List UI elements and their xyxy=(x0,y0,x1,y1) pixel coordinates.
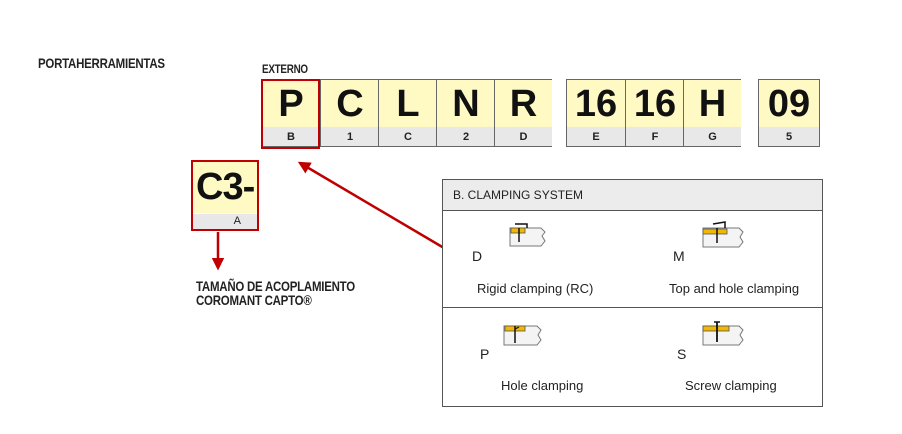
option-label-s: Screw clamping xyxy=(685,378,777,393)
code-index: 5 xyxy=(759,127,819,146)
coupling-caption-line2: COROMANT CAPTO® xyxy=(196,292,312,308)
code-index: D xyxy=(495,127,552,146)
code-cell-09: 09 5 xyxy=(759,80,819,146)
panel-row-1 xyxy=(443,211,822,308)
code-index: G xyxy=(684,127,741,146)
code-letter: 16 xyxy=(567,80,625,129)
code-cell-16b: 16 F xyxy=(625,80,684,146)
externo-label: EXTERNO xyxy=(262,62,308,76)
code-cell-h: H G xyxy=(683,80,741,146)
coupling-size-caption: TAMAÑO DE ACOPLAMIENTO COROMANT CAPTO® xyxy=(196,279,355,307)
code-letter: 09 xyxy=(759,80,819,129)
top-and-hole-clamping-icon xyxy=(702,221,744,248)
code-cell-n: N 2 xyxy=(436,80,495,146)
code-index: C xyxy=(379,127,437,146)
code-letter: N xyxy=(437,80,495,129)
hole-clamping-icon xyxy=(503,325,542,346)
page-title: PORTAHERRAMIENTAS xyxy=(38,55,165,71)
coupling-index: A xyxy=(193,214,257,229)
code-group-1: P B C 1 L C N 2 R D xyxy=(261,79,552,147)
code-group-2: 16 E 16 F H G xyxy=(566,79,741,147)
option-label-d: Rigid clamping (RC) xyxy=(477,281,594,296)
rigid-clamping-icon xyxy=(509,223,546,247)
code-cell-l: L C xyxy=(378,80,437,146)
code-letter: L xyxy=(379,80,437,129)
panel-heading: B. CLAMPING SYSTEM xyxy=(443,180,822,211)
screw-clamping-icon xyxy=(702,321,744,346)
code-cell-p: P B xyxy=(262,80,320,146)
code-cell-c: C 1 xyxy=(320,80,379,146)
code-index: 1 xyxy=(321,127,379,146)
coupling-size-box: C3- A xyxy=(191,160,259,231)
code-letter: P xyxy=(262,80,320,129)
code-index: B xyxy=(262,127,320,146)
clamping-system-panel: B. CLAMPING SYSTEM D Rigid clamping (RC)… xyxy=(442,179,823,407)
code-cell-16a: 16 E xyxy=(567,80,625,146)
code-index: 2 xyxy=(437,127,495,146)
option-label-p: Hole clamping xyxy=(501,378,584,393)
code-cell-r: R D xyxy=(494,80,552,146)
highlight-frame xyxy=(261,79,320,149)
option-letter-p: P xyxy=(480,346,490,362)
code-index: E xyxy=(567,127,625,146)
coupling-code: C3- xyxy=(193,162,257,213)
coupling-caption-line1: TAMAÑO DE ACOPLAMIENTO xyxy=(196,278,355,294)
arrow-to-p xyxy=(297,161,445,250)
option-letter-d: D xyxy=(472,248,483,264)
option-letter-s: S xyxy=(677,346,687,362)
code-group-3: 09 5 xyxy=(758,79,820,147)
code-index: F xyxy=(626,127,684,146)
option-letter-m: M xyxy=(673,248,685,264)
option-label-m: Top and hole clamping xyxy=(669,281,800,296)
code-letter: 16 xyxy=(626,80,684,129)
